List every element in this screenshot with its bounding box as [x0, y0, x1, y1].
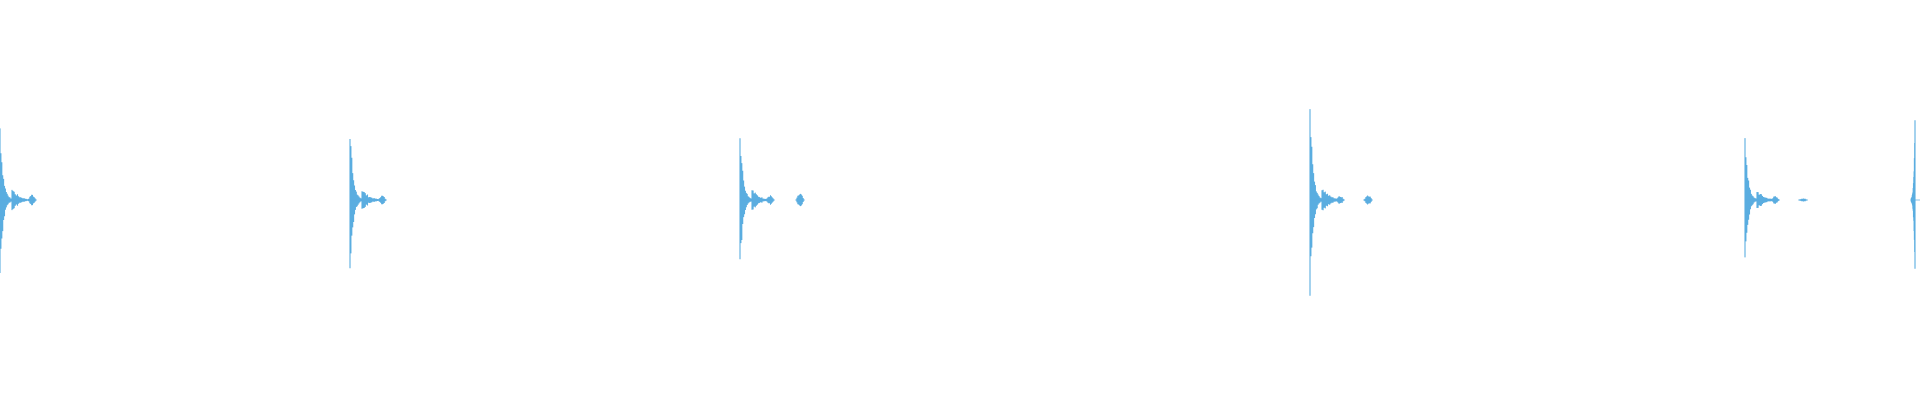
burst-5-transient: [1744, 138, 1777, 258]
burst-2: [349, 139, 387, 269]
burst-2-transient: [349, 139, 382, 269]
burst-1-transient: [0, 128, 32, 273]
burst-3-transient: [739, 138, 772, 260]
burst-5-echo: [1798, 198, 1808, 202]
burst-6: [1910, 120, 1920, 269]
burst-4-echo: [1363, 195, 1373, 205]
burst-6-transient: [1910, 120, 1916, 269]
burst-3: [739, 138, 805, 260]
burst-4-transient: [1309, 109, 1342, 296]
burst-3-echo: [795, 193, 805, 207]
burst-4: [1309, 109, 1373, 296]
burst-5: [1744, 138, 1808, 258]
burst-1: [0, 128, 37, 273]
waveform-bursts: [0, 109, 1920, 296]
